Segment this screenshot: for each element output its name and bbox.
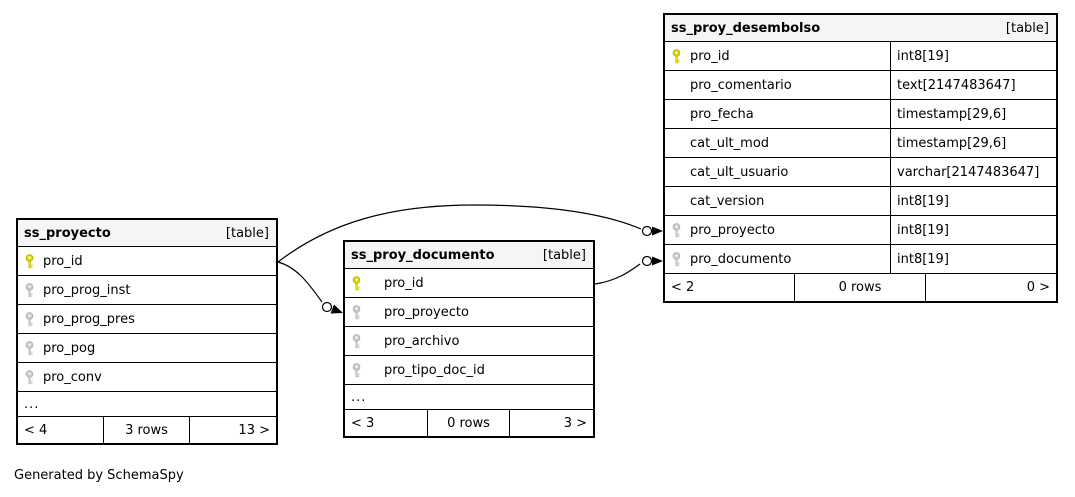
column-row: pro_prog_inst [18, 276, 276, 305]
table-ss-proy-documento[interactable]: ss_proy_documento [table] pro_id pro_pro… [343, 240, 595, 438]
generated-by-caption: Generated by SchemaSpy [14, 468, 184, 483]
column-row: pro_comentario text[2147483647] [665, 71, 1056, 100]
column-name: pro_archivo [384, 333, 460, 349]
column-type: text[2147483647] [897, 77, 1016, 93]
column-name: pro_tipo_doc_id [384, 362, 485, 378]
primary-key-icon [351, 275, 362, 291]
column-name: cat_version [690, 193, 765, 209]
column-name: pro_id [43, 253, 83, 269]
column-name: pro_fecha [690, 106, 754, 122]
table-ss-proyecto[interactable]: ss_proyecto [table] pro_id pro_prog_inst [16, 218, 278, 445]
more-columns-ellipsis: ... [18, 392, 276, 417]
child-count: 13 > [238, 422, 270, 438]
key-icon [671, 222, 682, 238]
column-name: pro_prog_inst [43, 282, 131, 298]
table-footer: < 3 0 rows 3 > [345, 410, 593, 436]
parent-count: < 4 [18, 417, 104, 443]
column-name: pro_proyecto [690, 222, 775, 238]
key-icon [671, 251, 682, 267]
table-title[interactable]: ss_proyecto [24, 225, 111, 241]
column-row: cat_ult_usuario varchar[2147483647] [665, 158, 1056, 187]
table-footer: < 2 0 rows 0 > [665, 274, 1056, 301]
column-type: timestamp[29,6] [897, 135, 1007, 151]
row-count: 3 rows [104, 417, 190, 443]
table-footer: < 4 3 rows 13 > [18, 417, 276, 443]
table-header[interactable]: ss_proy_documento [table] [345, 242, 593, 269]
column-name: pro_prog_pres [43, 311, 135, 327]
column-name: cat_ult_mod [690, 135, 770, 151]
column-row: pro_documento int8[19] [665, 245, 1056, 274]
table-type-badge: [table] [225, 225, 269, 241]
column-row: pro_proyecto [345, 298, 593, 327]
table-title[interactable]: ss_proy_desembolso [671, 20, 821, 36]
column-row: pro_prog_pres [18, 305, 276, 334]
column-row: pro_conv [18, 363, 276, 392]
key-icon [351, 362, 362, 378]
table-type-badge: [table] [1005, 20, 1049, 36]
column-name: pro_pog [43, 340, 96, 356]
table-header[interactable]: ss_proy_desembolso [table] [665, 15, 1056, 42]
key-icon [351, 333, 362, 349]
primary-key-icon [671, 48, 682, 64]
child-count: 3 > [563, 415, 588, 431]
column-name: pro_id [384, 275, 424, 291]
column-type: int8[19] [897, 222, 949, 238]
column-row: pro_id int8[19] [665, 42, 1056, 71]
column-name: pro_proyecto [384, 304, 469, 320]
column-name: pro_comentario [690, 77, 792, 93]
icon-spacer [671, 136, 682, 151]
row-count: 0 rows [428, 410, 511, 436]
table-type-badge: [table] [542, 247, 586, 263]
column-row: pro_archivo [345, 327, 593, 356]
key-icon [24, 369, 35, 385]
column-row: pro_id [345, 269, 593, 298]
column-name: pro_conv [43, 369, 102, 385]
column-name: pro_id [690, 48, 730, 64]
child-count: 0 > [1026, 280, 1050, 295]
column-name: pro_documento [690, 251, 792, 267]
column-row: cat_ult_mod timestamp[29,6] [665, 129, 1056, 158]
column-row: pro_fecha timestamp[29,6] [665, 100, 1056, 129]
column-type: int8[19] [897, 251, 949, 267]
key-icon [24, 311, 35, 327]
key-icon [24, 282, 35, 298]
column-type: int8[19] [897, 48, 949, 64]
key-icon [351, 304, 362, 320]
column-row: cat_version int8[19] [665, 187, 1056, 216]
table-title[interactable]: ss_proy_documento [351, 247, 495, 263]
table-ss-proy-desembolso[interactable]: ss_proy_desembolso [table] pro_id int8[1… [663, 13, 1058, 303]
icon-spacer [671, 165, 682, 180]
table-header[interactable]: ss_proyecto [table] [18, 220, 276, 247]
parent-count: < 3 [345, 410, 428, 436]
icon-spacer [671, 78, 682, 93]
column-row: pro_proyecto int8[19] [665, 216, 1056, 245]
column-row: pro_tipo_doc_id [345, 356, 593, 385]
icon-spacer [671, 194, 682, 209]
column-type: varchar[2147483647] [897, 164, 1040, 180]
icon-spacer [671, 107, 682, 122]
more-columns-ellipsis: ... [345, 385, 593, 410]
parent-count: < 2 [665, 274, 796, 301]
column-row: pro_pog [18, 334, 276, 363]
primary-key-icon [24, 253, 35, 269]
column-name: cat_ult_usuario [690, 164, 789, 180]
relationship-proyecto-to-documento [277, 261, 343, 314]
row-count: 0 rows [795, 274, 926, 301]
column-row: pro_id [18, 247, 276, 276]
relationship-documento-to-desembolso [594, 255, 663, 285]
column-type: timestamp[29,6] [897, 106, 1007, 122]
key-icon [24, 340, 35, 356]
column-type: int8[19] [897, 193, 949, 209]
